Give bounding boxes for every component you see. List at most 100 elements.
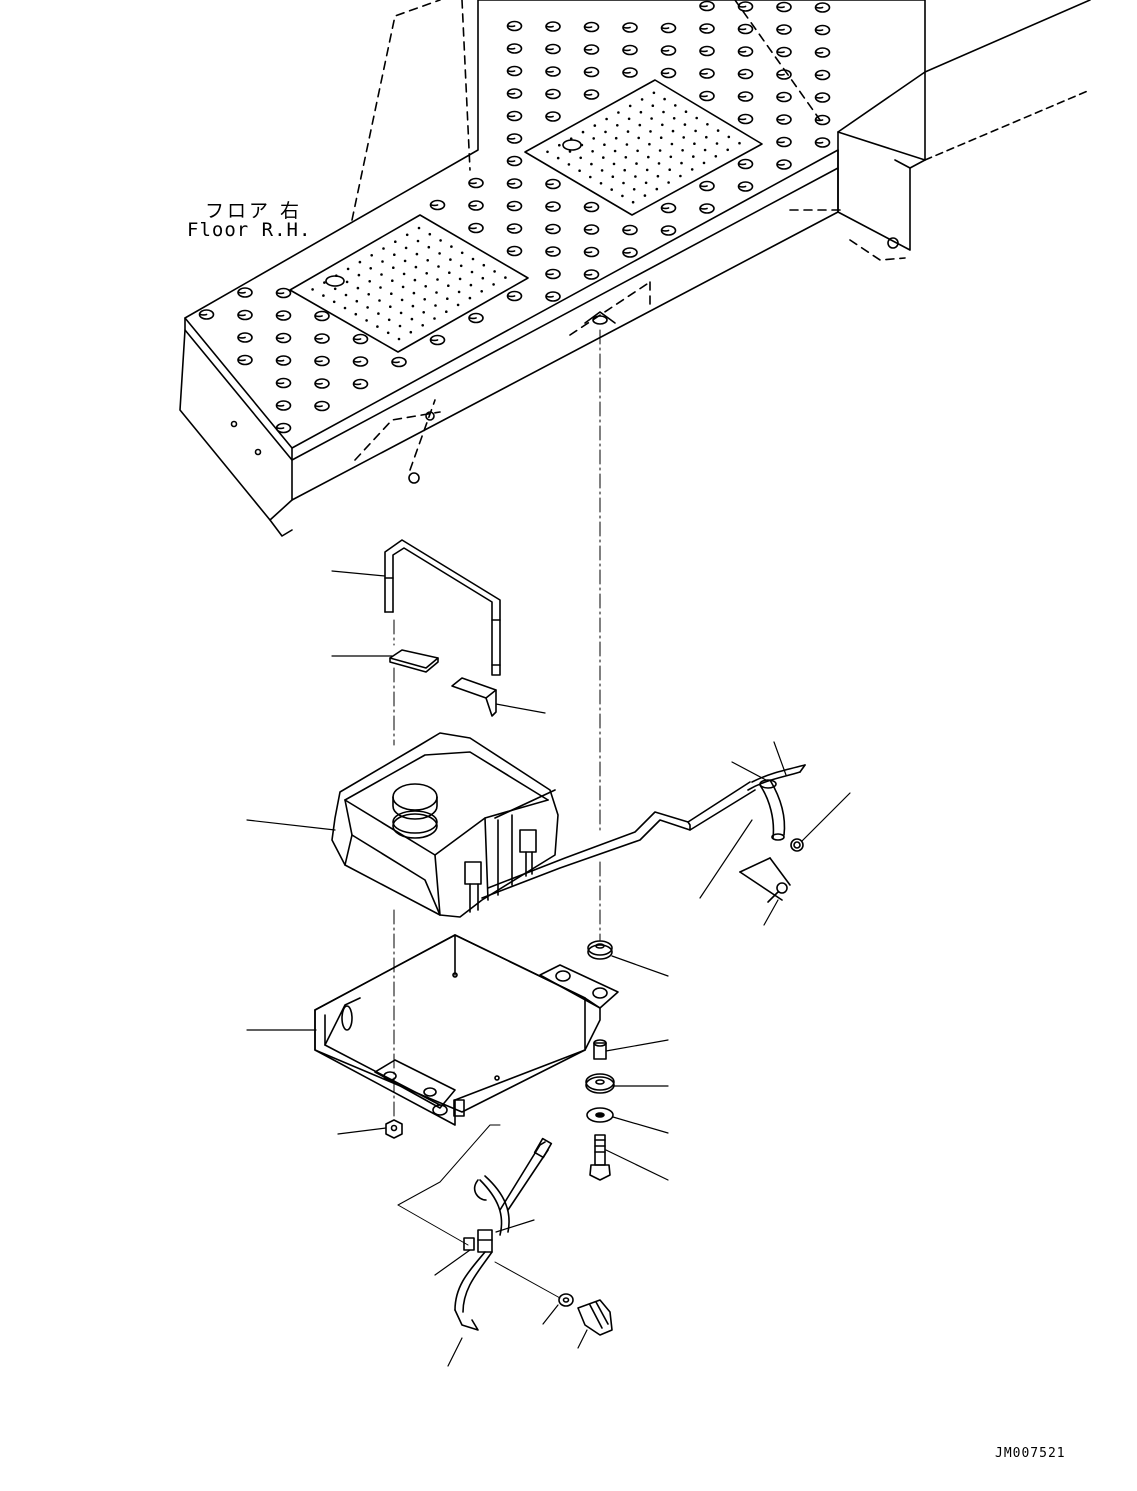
- plate-perforation: [634, 175, 637, 178]
- floor-hole: [508, 202, 522, 211]
- plate-perforation: [610, 188, 613, 191]
- plate-perforation: [726, 148, 729, 152]
- floor-hole: [238, 288, 252, 297]
- floor-hole: [354, 380, 368, 389]
- plate-perforation: [591, 150, 594, 153]
- floor-hole: [700, 2, 714, 11]
- plate-perforation: [426, 259, 430, 262]
- plate-perforation: [424, 285, 428, 288]
- floor-hole: [508, 247, 522, 256]
- floor-hole: [277, 356, 291, 365]
- floor-hole: [739, 182, 753, 191]
- plate-perforation: [640, 98, 644, 101]
- leader-lines: [247, 571, 850, 1366]
- plate-perforation: [368, 280, 372, 283]
- plate-perforation: [649, 130, 652, 133]
- plate-perforation: [589, 175, 592, 179]
- floor-hole: [508, 157, 522, 166]
- plate-perforation: [622, 181, 625, 185]
- plate-perforation: [652, 91, 656, 95]
- plate-perforation: [492, 283, 495, 286]
- plate-perforation: [644, 181, 648, 185]
- plate-perforation: [647, 155, 650, 159]
- plate-perforation: [358, 260, 362, 264]
- plate-perforation: [387, 318, 391, 322]
- plate-perforation: [389, 305, 392, 309]
- floor-hole: [816, 93, 830, 102]
- plate-perforation: [393, 253, 396, 256]
- strap-pad-right: [452, 678, 496, 716]
- plate-perforation: [579, 156, 582, 160]
- plate-perforation: [468, 296, 472, 300]
- floor-hole: [546, 112, 560, 121]
- plate-perforation: [738, 141, 741, 145]
- floor-hole: [739, 70, 753, 79]
- floor-hole: [277, 311, 291, 320]
- plate-perforation: [367, 293, 371, 296]
- floor-hole: [431, 201, 445, 210]
- floor-hole: [546, 270, 560, 279]
- floor-hole: [777, 93, 791, 102]
- plate-perforation: [435, 291, 438, 294]
- plate-perforation: [448, 271, 451, 275]
- plate-perforation: [672, 117, 676, 120]
- plate-perforation: [626, 130, 630, 133]
- plate-perforation: [656, 174, 660, 178]
- floor-hole: [546, 202, 560, 211]
- plate-perforation: [493, 270, 496, 273]
- floor-hole: [238, 333, 252, 342]
- floor-hole: [777, 25, 791, 34]
- plate-perforation: [569, 137, 573, 140]
- plate-perforation: [392, 266, 395, 270]
- plate-perforation: [421, 324, 425, 327]
- floor-hole: [508, 224, 522, 233]
- floor-hole: [546, 247, 560, 256]
- washer-hose: [482, 765, 805, 902]
- plate-perforation: [621, 194, 624, 198]
- plate-perforation: [631, 200, 635, 204]
- plate-perforation: [605, 117, 608, 121]
- plate-perforation: [344, 293, 348, 297]
- plate-perforation: [663, 97, 666, 101]
- plate-perforation: [674, 104, 677, 107]
- floor-hole: [200, 310, 214, 319]
- floor-hole: [585, 248, 599, 257]
- plate-perforation: [386, 331, 390, 335]
- plate-perforation: [434, 304, 437, 307]
- plate-perforation: [658, 149, 662, 152]
- plate-perforation: [679, 174, 682, 178]
- plate-perforation: [397, 337, 401, 341]
- plate-perforation: [357, 273, 361, 277]
- floor-hole: [546, 292, 560, 301]
- plate-perforation: [684, 110, 688, 113]
- floor-hole: [508, 292, 522, 301]
- plate-perforation: [661, 123, 664, 127]
- plate-perforation: [376, 325, 379, 328]
- floor-hole: [816, 71, 830, 80]
- plate-perforation: [690, 168, 694, 171]
- plate-perforation: [332, 300, 336, 304]
- plate-perforation: [480, 290, 484, 293]
- washer-tank: [332, 733, 558, 917]
- floor-hole: [508, 44, 522, 53]
- plate-perforation: [343, 306, 347, 310]
- plate-perforation: [635, 162, 638, 165]
- floor-hole: [508, 112, 522, 121]
- floor-hole: [546, 45, 560, 54]
- floor-hole: [739, 25, 753, 34]
- plate-perforation: [450, 245, 453, 248]
- plate-perforation: [417, 226, 421, 230]
- plate-perforation: [370, 254, 374, 257]
- plate-perforation: [556, 156, 560, 160]
- plate-perforation: [481, 276, 485, 280]
- plate-perforation: [460, 251, 464, 255]
- plate-perforation: [636, 149, 639, 153]
- plate-perforation: [449, 258, 452, 261]
- plate-perforation: [401, 285, 405, 289]
- plate-perforation: [323, 281, 326, 284]
- plate-perforation: [445, 310, 448, 314]
- floor-hole: [662, 226, 676, 235]
- plate-perforation: [378, 299, 381, 302]
- plate-perforation: [602, 156, 605, 159]
- plate-perforation: [578, 169, 581, 172]
